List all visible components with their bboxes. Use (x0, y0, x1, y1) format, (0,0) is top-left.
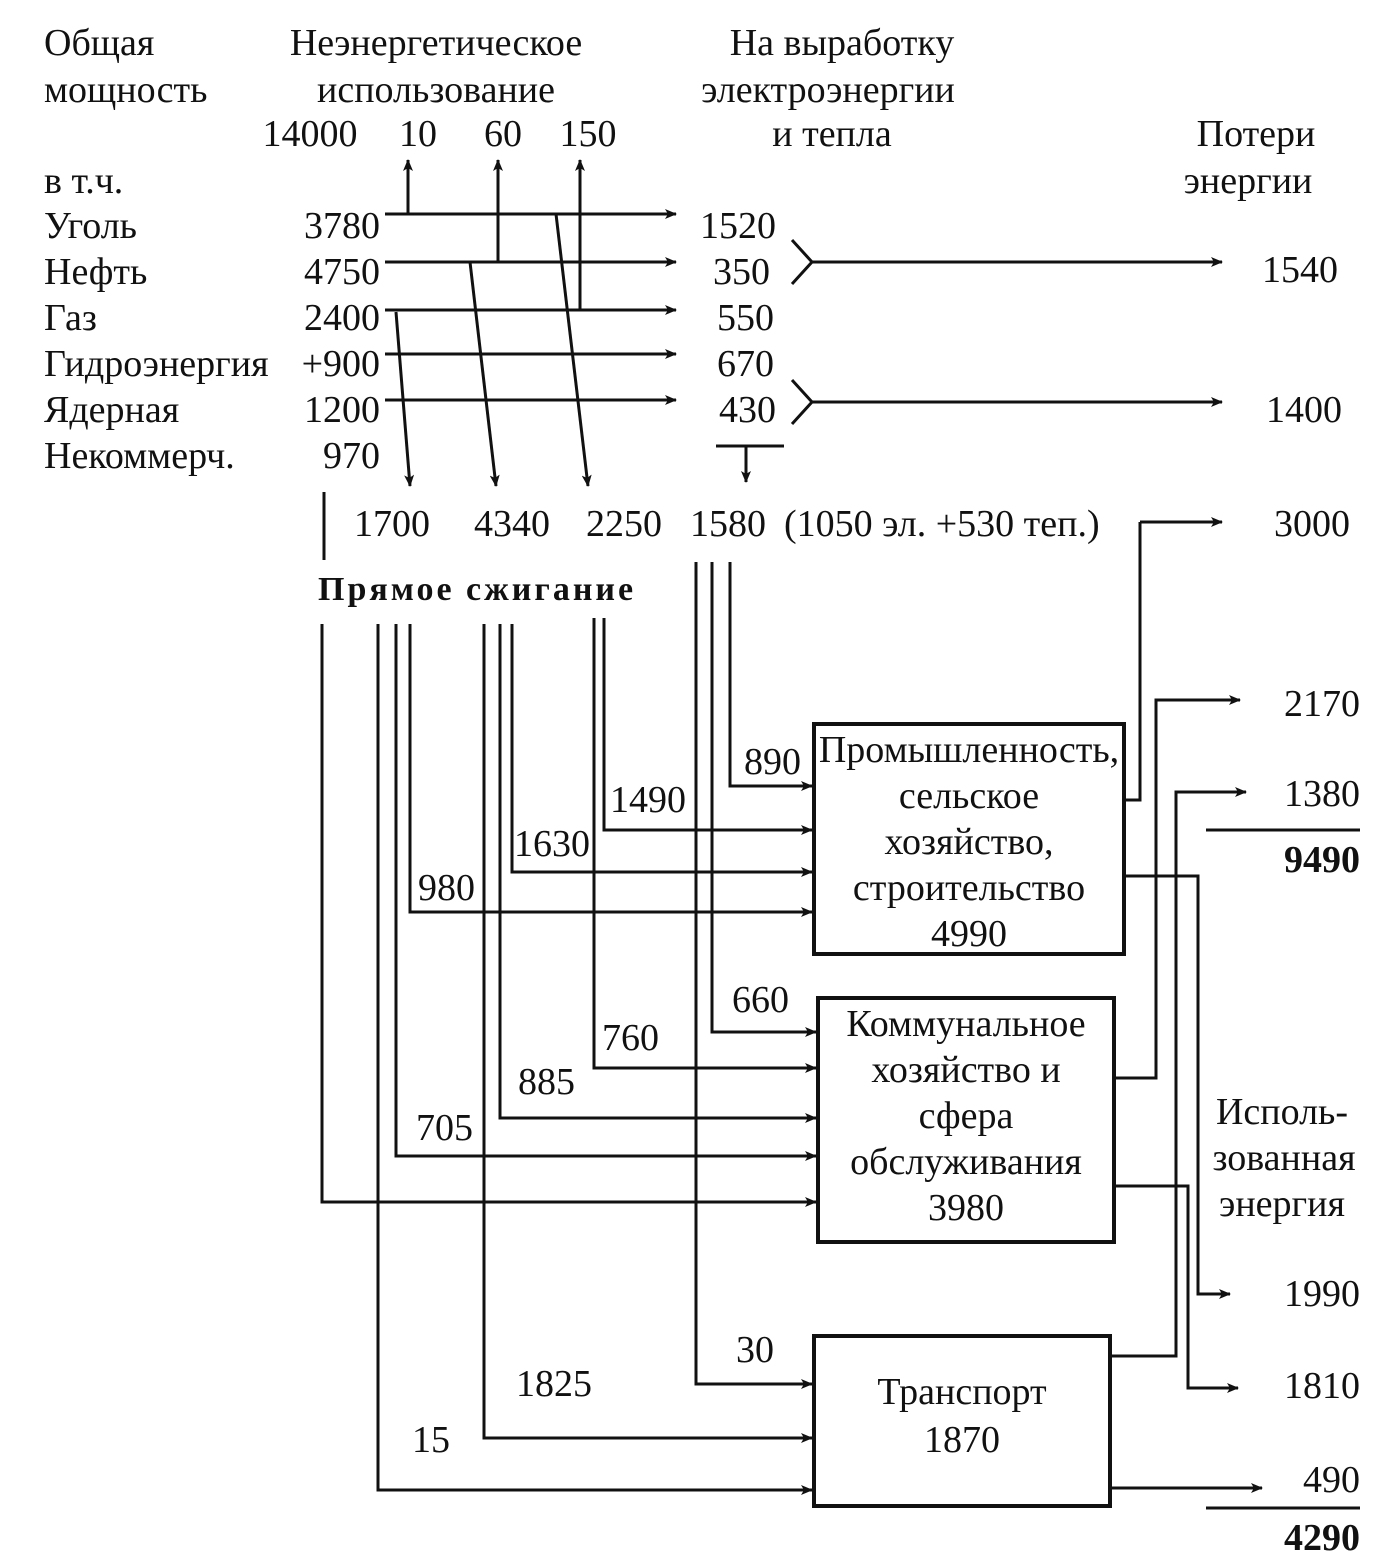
brace-losses-2 (790, 378, 815, 426)
source-value: 970 (323, 435, 380, 477)
flow-value-industry: 890 (744, 741, 801, 783)
industry-line-2: сельское (899, 775, 1039, 817)
source-value: 2400 (304, 297, 380, 339)
flow-transport-1825 (482, 624, 813, 1443)
transport-box (812, 1334, 1112, 1508)
industry-loss-link (1124, 522, 1142, 802)
arrow-loss-2170 (1116, 695, 1241, 1080)
flow-communal-705 (394, 624, 817, 1161)
communal-box (816, 996, 1116, 1244)
communal-value: 3980 (928, 1187, 1004, 1229)
flow-communal-noncommercial (320, 624, 817, 1207)
power-input-value: 350 (713, 251, 770, 293)
flow-transport-15 (376, 624, 813, 1495)
flow-value-transport: 15 (412, 1419, 450, 1461)
used-label-l1: Исполь- (1216, 1091, 1348, 1133)
source-label: Уголь (44, 205, 137, 247)
direct-value: 1700 (354, 503, 430, 545)
transport-value: 1870 (924, 1419, 1000, 1461)
power-input-value: 1520 (700, 205, 776, 247)
header-power-l3: и тепла (772, 113, 892, 155)
total-value: 14000 (263, 113, 358, 155)
communal-line-2: хозяйство и (871, 1049, 1060, 1091)
power-split-note: (1050 эл. +530 теп.) (784, 503, 1100, 545)
flow-industry-1490 (602, 618, 813, 835)
flow-industry-980 (408, 624, 813, 917)
flow-communal-760 (592, 618, 817, 1073)
nonenergy-value-2: 60 (484, 113, 522, 155)
used-value: 490 (1303, 1459, 1360, 1501)
source-value: 1200 (304, 389, 380, 431)
flow-value-communal: 760 (602, 1017, 659, 1059)
industry-line-4: строительство (853, 867, 1085, 909)
communal-line-3: сфера (919, 1095, 1014, 1137)
source-value: 3780 (304, 205, 380, 247)
flow-value-industry: 980 (418, 867, 475, 909)
header-power-l2: электроэнергии (701, 69, 955, 111)
source-value: 4750 (304, 251, 380, 293)
industry-value: 4990 (931, 913, 1007, 955)
header-nonenergy-l2: использование (317, 69, 555, 111)
source-label: Нефть (44, 251, 147, 293)
direct-value: 1580 (690, 503, 766, 545)
flow-value-transport: 30 (736, 1329, 774, 1371)
arrow-used-1810 (1116, 1184, 1239, 1393)
used-label-l2: зованная (1212, 1137, 1355, 1179)
flow-industry-890 (728, 562, 813, 791)
source-value: +900 (302, 343, 380, 385)
header-total-l2: мощность (44, 69, 207, 111)
loss-value: 1540 (1262, 249, 1338, 291)
source-label: Газ (44, 297, 97, 339)
direct-burning-title: Прямое сжигание (318, 571, 636, 608)
flow-value-industry: 1630 (514, 823, 590, 865)
direct-value: 2250 (586, 503, 662, 545)
nonenergy-value-1: 10 (399, 113, 437, 155)
power-input-value: 670 (717, 343, 774, 385)
flow-value-communal: 885 (518, 1061, 575, 1103)
flow-communal-885 (498, 624, 817, 1123)
flow-transport-30 (694, 562, 813, 1389)
incl-label: в т.ч. (44, 160, 123, 202)
flow-communal-660 (710, 562, 817, 1037)
industry-line-1: Промышленность, (819, 729, 1119, 771)
used-label-l3: энергия (1219, 1183, 1345, 1225)
header-power-l1: На выработку (730, 22, 955, 64)
right-loss-value: 2170 (1284, 683, 1360, 725)
industry-box (812, 722, 1126, 956)
arrow-to-direct-1 (394, 311, 415, 487)
arrow-loss-1380 (1112, 787, 1247, 1358)
power-input-value: 430 (719, 389, 776, 431)
flow-value-industry: 1490 (610, 779, 686, 821)
brace-losses-1 (790, 238, 815, 286)
loss-value: 1400 (1266, 389, 1342, 431)
flow-value-communal: 705 (416, 1107, 473, 1149)
total-loss-value: 3000 (1274, 503, 1350, 545)
used-total-value: 4290 (1284, 1517, 1360, 1559)
arrow-used-1990 (1124, 874, 1231, 1299)
source-label: Некоммерч. (44, 435, 235, 477)
flow-value-transport: 1825 (516, 1363, 592, 1405)
communal-line-4: обслуживания (850, 1141, 1082, 1183)
used-value: 1810 (1284, 1365, 1360, 1407)
header-losses-l1: Потери (1197, 113, 1316, 155)
source-label: Гидроэнергия (44, 343, 269, 385)
loss-total-value: 9490 (1284, 839, 1360, 881)
flow-value-communal: 660 (732, 979, 789, 1021)
header-losses-l2: энергии (1184, 160, 1313, 202)
power-input-value: 550 (717, 297, 774, 339)
source-label: Ядерная (44, 389, 179, 431)
header-nonenergy-l1: Неэнергетическое (290, 22, 582, 64)
arrow-to-direct-2 (468, 261, 500, 487)
direct-value: 4340 (474, 503, 550, 545)
industry-line-3: хозяйство, (884, 821, 1053, 863)
transport-line-1: Транспорт (877, 1371, 1047, 1413)
used-value: 1990 (1284, 1273, 1360, 1315)
communal-line-1: Коммунальное (846, 1003, 1085, 1045)
header-total-l1: Общая (44, 22, 154, 64)
arrow-to-direct-3 (554, 213, 592, 487)
right-loss-value: 1380 (1284, 773, 1360, 815)
nonenergy-value-3: 150 (560, 113, 617, 155)
